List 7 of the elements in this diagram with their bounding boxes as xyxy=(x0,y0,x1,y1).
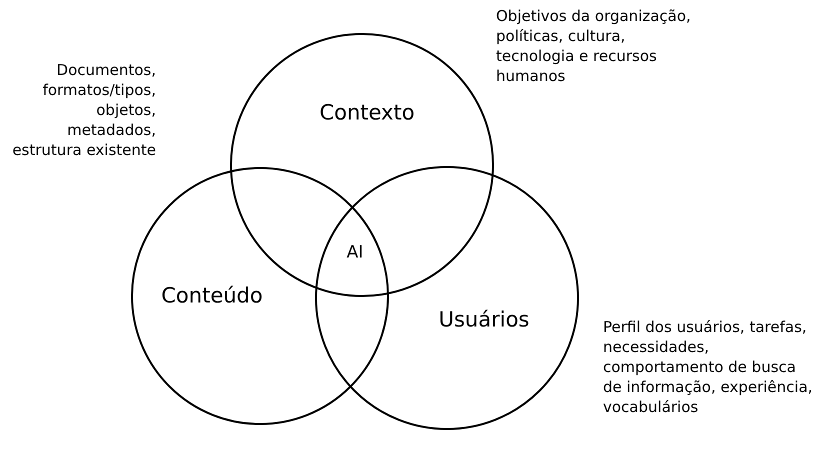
circle-label: Contexto xyxy=(319,102,415,124)
description-text: Perfil dos usuários, tarefas, necessidades, comportamento de busca de informação, experiência, vocabulários xyxy=(603,317,814,417)
description-text: Documentos, formatos/tipos, objetos, metadados, estrutura existente xyxy=(11,60,156,160)
intersection-label: AI xyxy=(346,244,364,262)
circle-label: Conteúdo xyxy=(161,286,263,306)
description-text: Objetivos da organização, políticas, cultura, tecnologia e recursos humanos xyxy=(496,6,692,86)
circle-label: Usuários xyxy=(438,310,530,330)
